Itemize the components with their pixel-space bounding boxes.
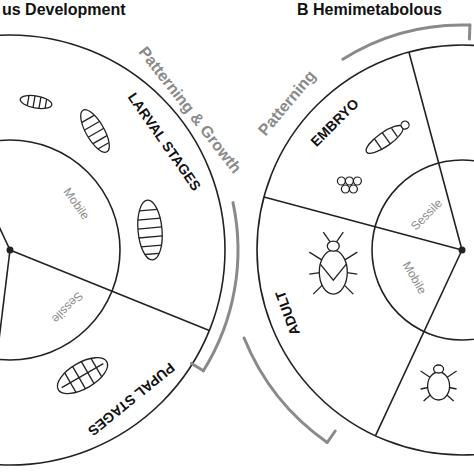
larva-segment (98, 143, 108, 149)
inner-ring (372, 160, 474, 340)
pupa-icon (52, 350, 113, 401)
larva-segment (138, 227, 162, 229)
phase-bracket (192, 203, 238, 371)
bracket-tick (327, 431, 335, 443)
larva-segment (139, 209, 157, 211)
mobility-label: Mobile (60, 186, 91, 223)
bracket-arc (244, 338, 327, 443)
larva-segment (88, 128, 104, 137)
bug-head (434, 365, 444, 373)
stage-label: EMBRYO (308, 96, 362, 150)
bug-wing-line (320, 264, 346, 280)
bug-body (428, 372, 450, 400)
panel-heading: us Development (2, 1, 126, 19)
inner-ring (0, 140, 120, 360)
egg (337, 177, 345, 185)
embryo-icon (363, 117, 413, 158)
sector-divider (0, 55, 10, 250)
embryo-segment (382, 133, 390, 144)
center-dot (7, 247, 14, 254)
egg (349, 185, 357, 193)
embryo-head (400, 119, 411, 130)
mobility-label: Sessile (48, 288, 85, 325)
larva-body (135, 199, 164, 261)
larva-segment (82, 115, 94, 122)
egg (353, 177, 361, 185)
egg-cluster (337, 177, 361, 193)
larva-segment (139, 236, 163, 238)
bracket-arc (203, 203, 238, 371)
sector-divider (10, 250, 209, 331)
larva-body (19, 93, 53, 110)
bug-body (319, 250, 347, 294)
larva-icon (75, 106, 115, 157)
embryo-body (363, 121, 407, 158)
larva-icon (19, 93, 53, 110)
larva-segment (39, 97, 41, 109)
bracket-tick (192, 363, 204, 370)
stage-label: PUPAL STAGES (85, 360, 178, 439)
mobility-label: Sessile (408, 196, 445, 233)
bug-antenna (336, 232, 343, 242)
phase-bracket (244, 25, 470, 443)
mobility-label: Mobile (400, 259, 429, 296)
embryo-segment (392, 128, 398, 136)
panel-heading: B Hemimetabolous (297, 1, 442, 19)
pupa-midline (62, 364, 104, 388)
egg (341, 185, 349, 193)
sector-divider (264, 197, 462, 250)
pupa-body (52, 350, 113, 401)
bug-antenna (323, 232, 330, 242)
egg (345, 177, 353, 185)
sector-divider (409, 52, 462, 250)
sector-divider (375, 250, 462, 436)
center-dot (459, 247, 466, 254)
embryo-segment (375, 139, 382, 149)
larva-segment (145, 253, 159, 254)
larva-body (75, 106, 115, 157)
larva-icon (135, 199, 164, 261)
larva-segment (27, 96, 29, 106)
phase-label: Patterning (255, 67, 319, 139)
larva-segment (141, 245, 162, 247)
bracket-arc (343, 25, 470, 59)
sector-divider (0, 250, 10, 463)
bug-head (327, 241, 339, 251)
bracket-tick (468, 25, 472, 39)
larva-segment (45, 99, 47, 108)
stage-label: ADULT (273, 289, 303, 338)
larva-segment (138, 218, 161, 220)
larva-segment (93, 136, 107, 144)
larva-segment (84, 121, 100, 130)
larva-segment (33, 96, 35, 108)
nymph-bug (421, 365, 457, 401)
adult-bug (309, 232, 357, 294)
